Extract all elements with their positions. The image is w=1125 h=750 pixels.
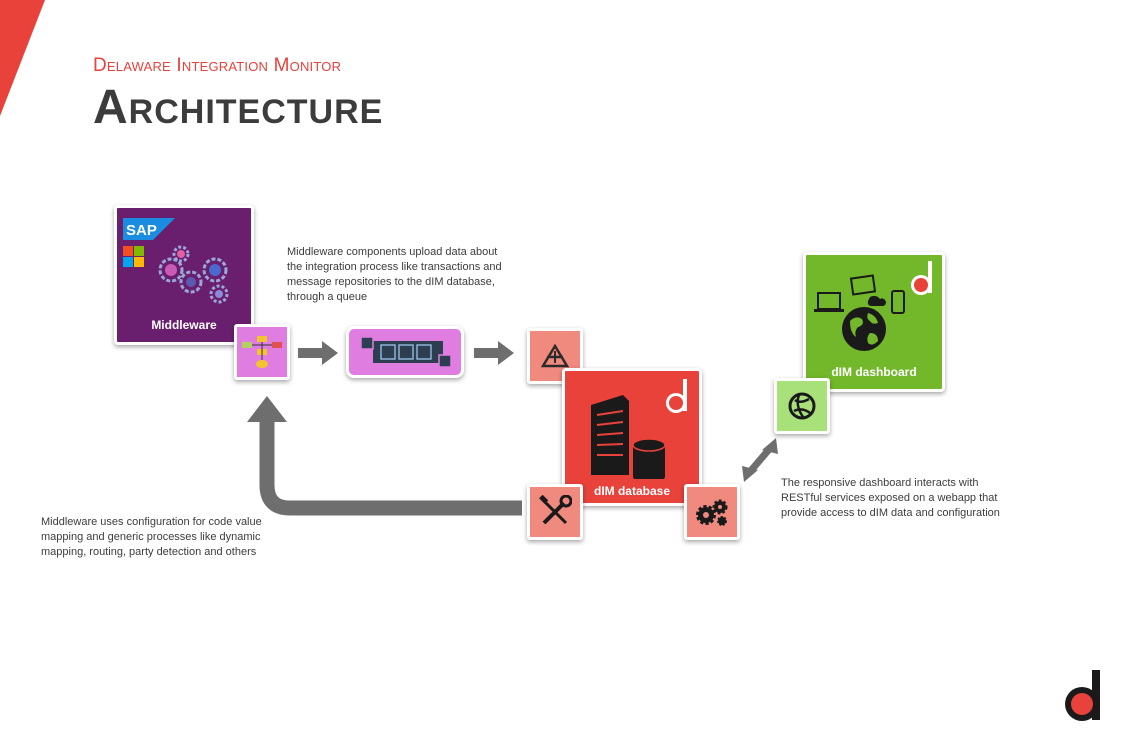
dashboard-tile[interactable]: dIM dashboard bbox=[803, 252, 945, 392]
dashboard-description: The responsive dashboard interacts with … bbox=[781, 477, 1000, 519]
queue-icon bbox=[360, 336, 451, 368]
database-label: dIM database bbox=[593, 484, 671, 498]
devices-globe-icon bbox=[814, 274, 905, 351]
database-tile[interactable]: dIM database bbox=[562, 368, 702, 506]
tools-tile[interactable] bbox=[527, 484, 583, 540]
middleware-tile[interactable]: SAP Middleware bbox=[114, 205, 254, 345]
dashboard-label: dIM dashboard bbox=[831, 365, 917, 379]
page-title: Architecture bbox=[93, 81, 384, 134]
return-arrow bbox=[247, 396, 522, 516]
config-description: Middleware uses configuration for code v… bbox=[41, 516, 262, 558]
page-subtitle: Delaware Integration Monitor bbox=[93, 55, 342, 76]
triangle-upload-icon bbox=[540, 343, 570, 368]
integration-gears-icon bbox=[158, 245, 229, 304]
queue-tile[interactable] bbox=[346, 326, 464, 378]
upload-description: Middleware components upload data about … bbox=[287, 246, 502, 303]
delaware-logo-db bbox=[666, 379, 687, 413]
web-service-icon bbox=[788, 392, 816, 420]
delaware-d-logo bbox=[1065, 670, 1100, 721]
windows-logo bbox=[123, 246, 144, 267]
sap-logo: SAP bbox=[123, 218, 175, 240]
server-database-icon bbox=[591, 395, 666, 479]
corner-accent bbox=[0, 0, 45, 116]
web-service-tile[interactable] bbox=[774, 378, 830, 434]
wrench-screwdriver-icon bbox=[539, 495, 572, 525]
delaware-logo-dashboard bbox=[911, 261, 932, 295]
flowchart-icon bbox=[242, 336, 282, 368]
flow-arrow-2 bbox=[474, 341, 514, 365]
gears-tile[interactable] bbox=[684, 484, 740, 540]
flow-arrow-1 bbox=[298, 341, 338, 365]
middleware-label: Middleware bbox=[151, 318, 217, 332]
bidirectional-arrow bbox=[742, 438, 778, 482]
gears-icon bbox=[696, 499, 728, 526]
flowchart-tile[interactable] bbox=[234, 324, 290, 380]
svg-text:SAP: SAP bbox=[126, 222, 157, 239]
